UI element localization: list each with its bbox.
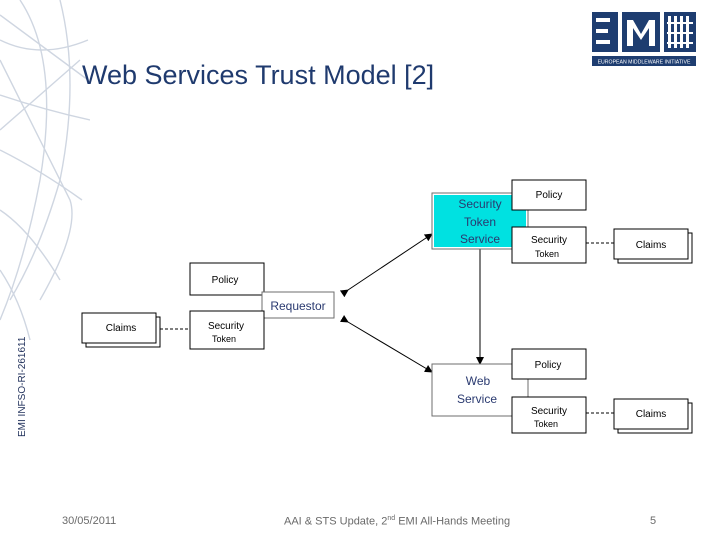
footer-event-pre: AAI & STS Update, 2: [284, 515, 388, 528]
footer-event-sup: nd: [387, 515, 396, 522]
sts-policy-box: Policy: [511, 179, 587, 211]
page-number: 5: [650, 515, 657, 527]
security-token-service-box: Security Token Service: [431, 192, 529, 250]
sts-token-label-1: Security: [531, 235, 567, 246]
web-service-token-label-1: Security: [531, 406, 567, 417]
web-service-label-line-1: Web: [466, 374, 491, 388]
sts-token-label-2: Token: [535, 249, 559, 259]
slide-title: Web Services Trust Model [2]: [82, 60, 435, 90]
requestor-policy-label: Policy: [212, 275, 239, 286]
requestor-claims-box: Claims: [81, 312, 161, 348]
sts-claims-box: Claims: [613, 228, 693, 264]
sts-policy-label: Policy: [536, 190, 563, 201]
sts-label-line-3: Service: [460, 232, 500, 246]
requestor-token-label-1: Security: [208, 321, 244, 332]
web-service-claims-box: Claims: [613, 398, 693, 434]
arrow-requestor-to-sts: [339, 233, 433, 298]
web-service-claims-label: Claims: [636, 409, 667, 420]
footer-event-post: EMI All-Hands Meeting: [395, 515, 511, 528]
requestor-label: Requestor: [270, 299, 325, 313]
web-service-security-token-box: Security Token: [511, 396, 587, 434]
sts-claims-label: Claims: [636, 240, 667, 251]
logo-text: EUROPEAN MIDDLEWARE INITIATIVE: [598, 60, 691, 66]
sts-label-line-2: Token: [464, 215, 496, 229]
requestor-token-label-2: Token: [212, 334, 236, 344]
requestor-claims-label: Claims: [106, 323, 137, 334]
requestor-box: Requestor: [261, 291, 335, 319]
web-service-token-label-2: Token: [534, 419, 558, 429]
globe-decoration: [0, 0, 90, 341]
web-service-label-line-2: Service: [457, 392, 497, 406]
sts-security-token-box: Security Token: [511, 226, 587, 264]
web-service-policy-box: Policy: [511, 348, 587, 380]
arrow-requestor-to-web-service: [339, 314, 433, 373]
sts-label-line-1: Security: [458, 197, 501, 211]
footer-event: AAI & STS Update, 2nd EMI All-Hands Meet…: [284, 515, 510, 528]
emi-logo: EUROPEAN MIDDLEWARE INITIATIVE: [592, 12, 696, 66]
requestor-policy-box: Policy: [189, 262, 265, 296]
web-service-policy-label: Policy: [535, 360, 562, 371]
footer-date: 30/05/2011: [62, 515, 117, 527]
requestor-security-token-box: Security Token: [189, 310, 265, 350]
